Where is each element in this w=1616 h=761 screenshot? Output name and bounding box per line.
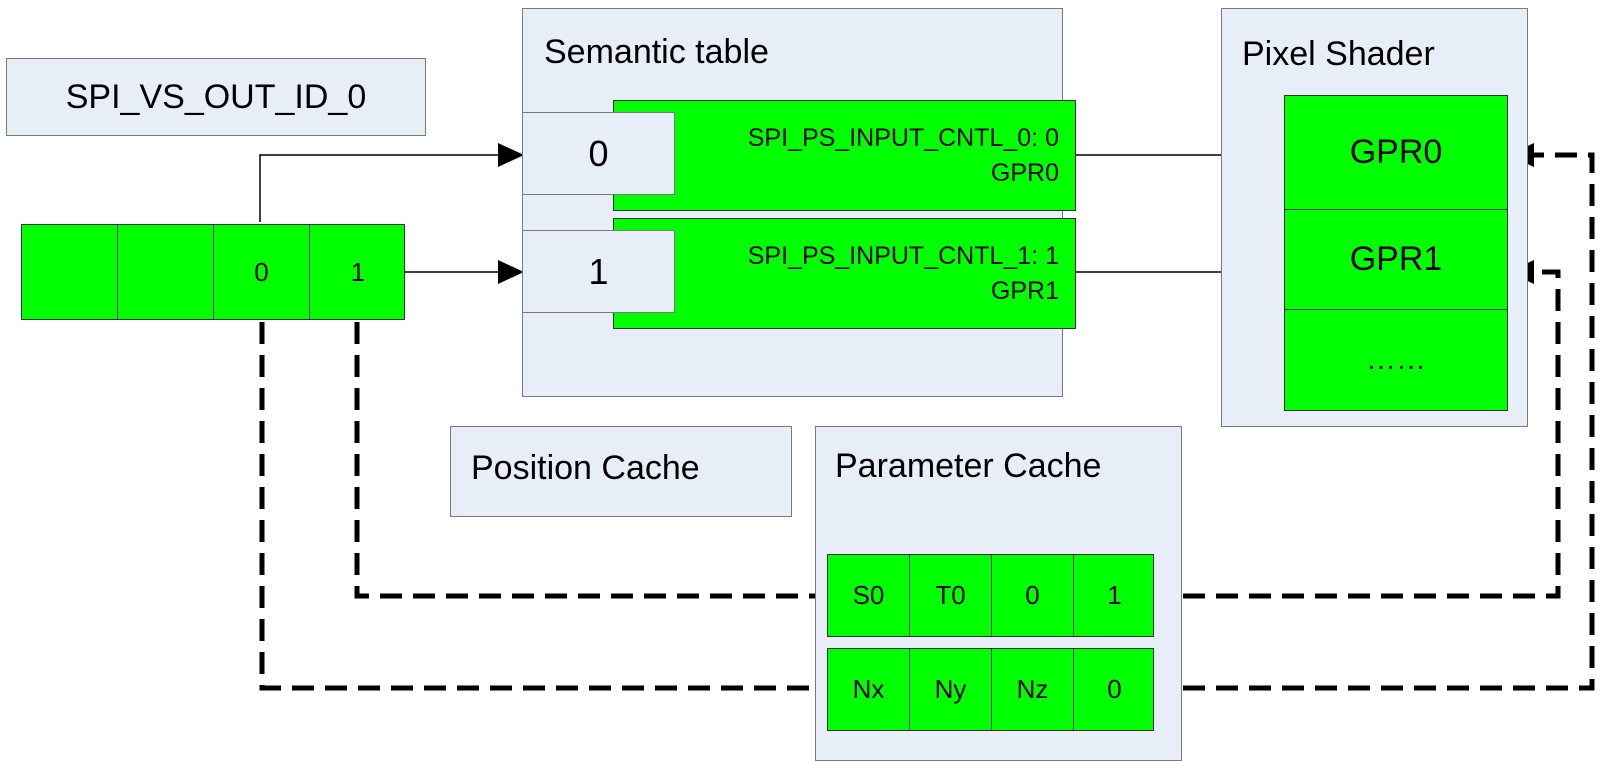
spi-vs-out-id-box: SPI_VS_OUT_ID_0 <box>6 58 426 136</box>
gpr-register-0: GPR0 <box>1285 96 1507 210</box>
gpr-register-1: GPR1 <box>1285 210 1507 310</box>
param-cell: Nz <box>992 649 1074 730</box>
connector-cell0-to-semantic0 <box>259 154 500 222</box>
dashed-connectors <box>259 152 1595 691</box>
vs-out-cell: 1 <box>350 256 366 287</box>
position-cache-title: Position Cache <box>471 449 700 487</box>
parameter-cache-title: Parameter Cache <box>835 447 1102 485</box>
parameter-cache-row-1: S0 T0 0 1 <box>827 554 1154 637</box>
dashed-param-row1-to-gpr1 <box>1150 269 1561 599</box>
semantic-gpr-0: GPR0 <box>990 159 1059 187</box>
vs-out-cell-row: 0 1 <box>21 224 405 320</box>
semantic-entry-1: SPI_PS_INPUT_CNTL_1: 1 GPR1 <box>613 218 1076 329</box>
position-cache-box: Position Cache <box>450 426 792 517</box>
arrowhead-semantic1 <box>498 260 524 284</box>
param-cell: 0 <box>1107 674 1122 704</box>
vs-out-cell: 0 <box>214 225 310 319</box>
semantic-cntl-1: SPI_PS_INPUT_CNTL_1: 1 <box>747 242 1059 270</box>
param-cell: 1 <box>1107 580 1122 610</box>
semantic-index-0: 0 <box>522 112 675 195</box>
param-cell: T0 <box>910 555 992 636</box>
gpr-register-more: …… <box>1366 343 1426 376</box>
parameter-cache-row-2: Nx Ny Nz 0 <box>827 648 1154 731</box>
spi-vs-out-id-label: SPI_VS_OUT_ID_0 <box>65 77 367 116</box>
vs-out-cell <box>118 225 214 319</box>
pixel-shader-title: Pixel Shader <box>1242 35 1435 73</box>
semantic-gpr-1: GPR1 <box>990 277 1059 305</box>
semantic-entry-0: SPI_PS_INPUT_CNTL_0: 0 GPR0 <box>613 100 1076 211</box>
semantic-cntl-0: SPI_PS_INPUT_CNTL_0: 0 <box>747 124 1059 152</box>
dashed-param-row2-to-gpr0 <box>1150 152 1595 691</box>
gpr-stack: GPR0 GPR1 …… <box>1284 95 1508 411</box>
arrowhead-semantic0 <box>498 143 524 167</box>
dashed-cell1-to-s0 <box>354 322 828 599</box>
vs-out-cell <box>22 225 118 319</box>
param-cell: Ny <box>910 649 992 730</box>
param-cell: Nx <box>828 649 910 730</box>
dashed-cell0-to-nx <box>259 322 828 691</box>
semantic-index-1: 1 <box>522 230 675 313</box>
semantic-table-title: Semantic table <box>544 33 769 71</box>
param-cell: S0 <box>828 555 910 636</box>
param-cell: 0 <box>992 555 1074 636</box>
